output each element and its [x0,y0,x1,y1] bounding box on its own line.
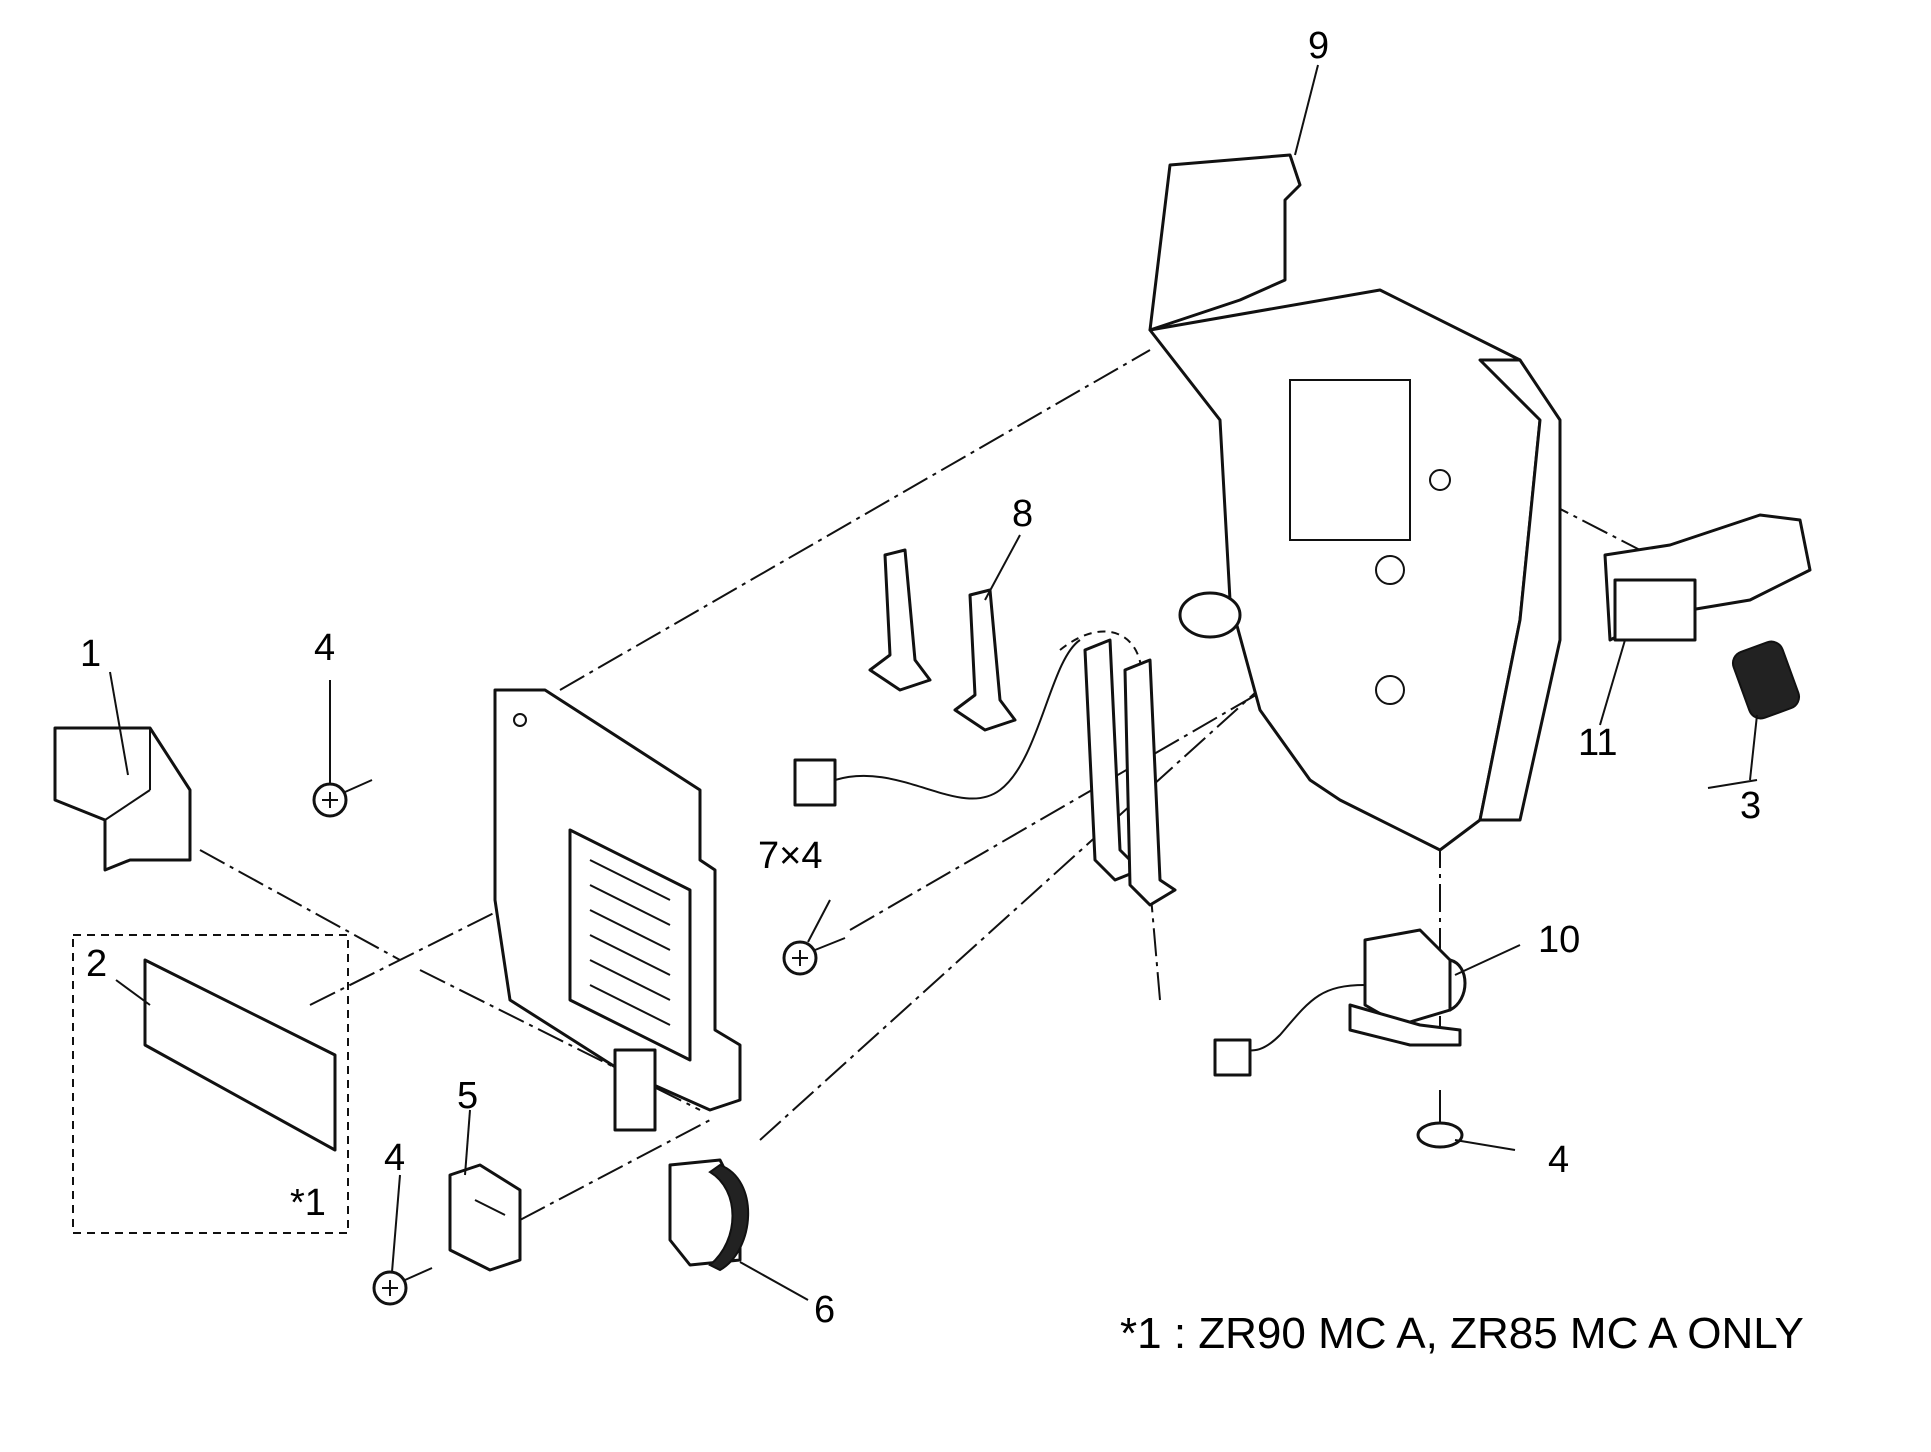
part-4-screw-b [372,1267,433,1306]
part-4-screw-c [1416,1090,1464,1149]
part-2-label-group [72,934,349,1234]
option-box [72,934,349,1234]
callout-4-lower-left: 4 [384,1137,405,1179]
leader-lines [109,64,1758,1301]
card-slot-frame [493,688,742,1132]
part-5-bracket [448,1163,522,1272]
card-slot-contacts [589,859,671,1026]
callout-8: 8 [1012,493,1033,535]
part-3-spring [1731,640,1801,720]
part-8-contacts [793,548,1143,807]
callout-11: 11 [1578,722,1617,764]
part-2-label [143,958,337,1152]
part-9-chassis [1148,153,1562,852]
part-10-jack [1213,928,1467,1077]
callout-3: 3 [1740,785,1761,827]
callout-4-lower-right: 4 [1548,1139,1569,1181]
part-7-screw [782,937,846,976]
callout-9: 9 [1308,25,1329,67]
callout-4-upper-left: 4 [314,627,335,669]
footnote: *1 : ZR90 MC A, ZR85 MC A ONLY [1120,1309,1804,1358]
callout-labels: 1 2 3 4 4 4 5 6 7×4 8 9 10 11 *1 [80,25,1761,1331]
callout-1: 1 [80,633,101,675]
part-1-cover [53,726,192,872]
part-6-dial [668,1158,750,1272]
contact-strips [1083,638,1177,907]
callout-10: 10 [1538,919,1580,961]
callout-5: 5 [457,1075,478,1117]
part-4-screw-a [312,779,373,818]
callout-6: 6 [814,1289,835,1331]
callout-star-1: *1 [290,1182,326,1224]
part-11-knob [1603,513,1812,642]
callout-7: 7×4 [758,835,822,877]
callout-2: 2 [86,943,107,985]
